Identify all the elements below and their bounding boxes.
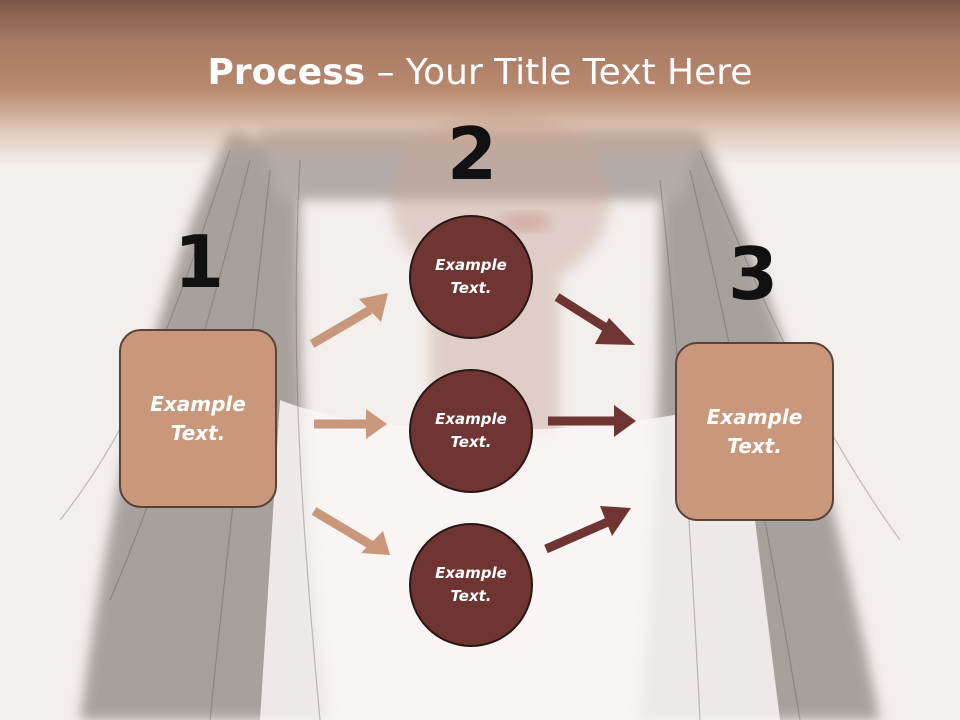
left-box: Example Text. [119,329,277,508]
step-number-1: 1 [173,220,225,304]
arrow-bottom-to-right [544,506,631,554]
slide-title: Process – Your Title Text Here [0,52,960,93]
left-box-text: Example Text. [150,391,246,445]
arrow-middle-to-right [548,405,636,437]
title-band [0,0,960,165]
arrow-left-to-top [309,293,388,348]
arrow-left-to-middle [314,409,387,439]
circle-bottom: Example Text. [409,523,533,647]
step-number-3: 3 [727,232,779,316]
circle-middle-text: Example Text. [435,410,507,451]
arrow-top-to-right [554,293,635,345]
circle-bottom-text: Example Text. [435,564,507,605]
title-bold: Process [207,52,366,93]
title-rest: – Your Title Text Here [365,52,753,93]
step-number-2: 2 [446,112,498,196]
circle-top: Example Text. [409,215,533,339]
right-box: Example Text. [675,342,834,521]
circle-middle: Example Text. [409,369,533,493]
right-box-text: Example Text. [706,404,803,458]
circle-top-text: Example Text. [435,256,507,297]
arrow-left-to-bottom [311,507,390,555]
